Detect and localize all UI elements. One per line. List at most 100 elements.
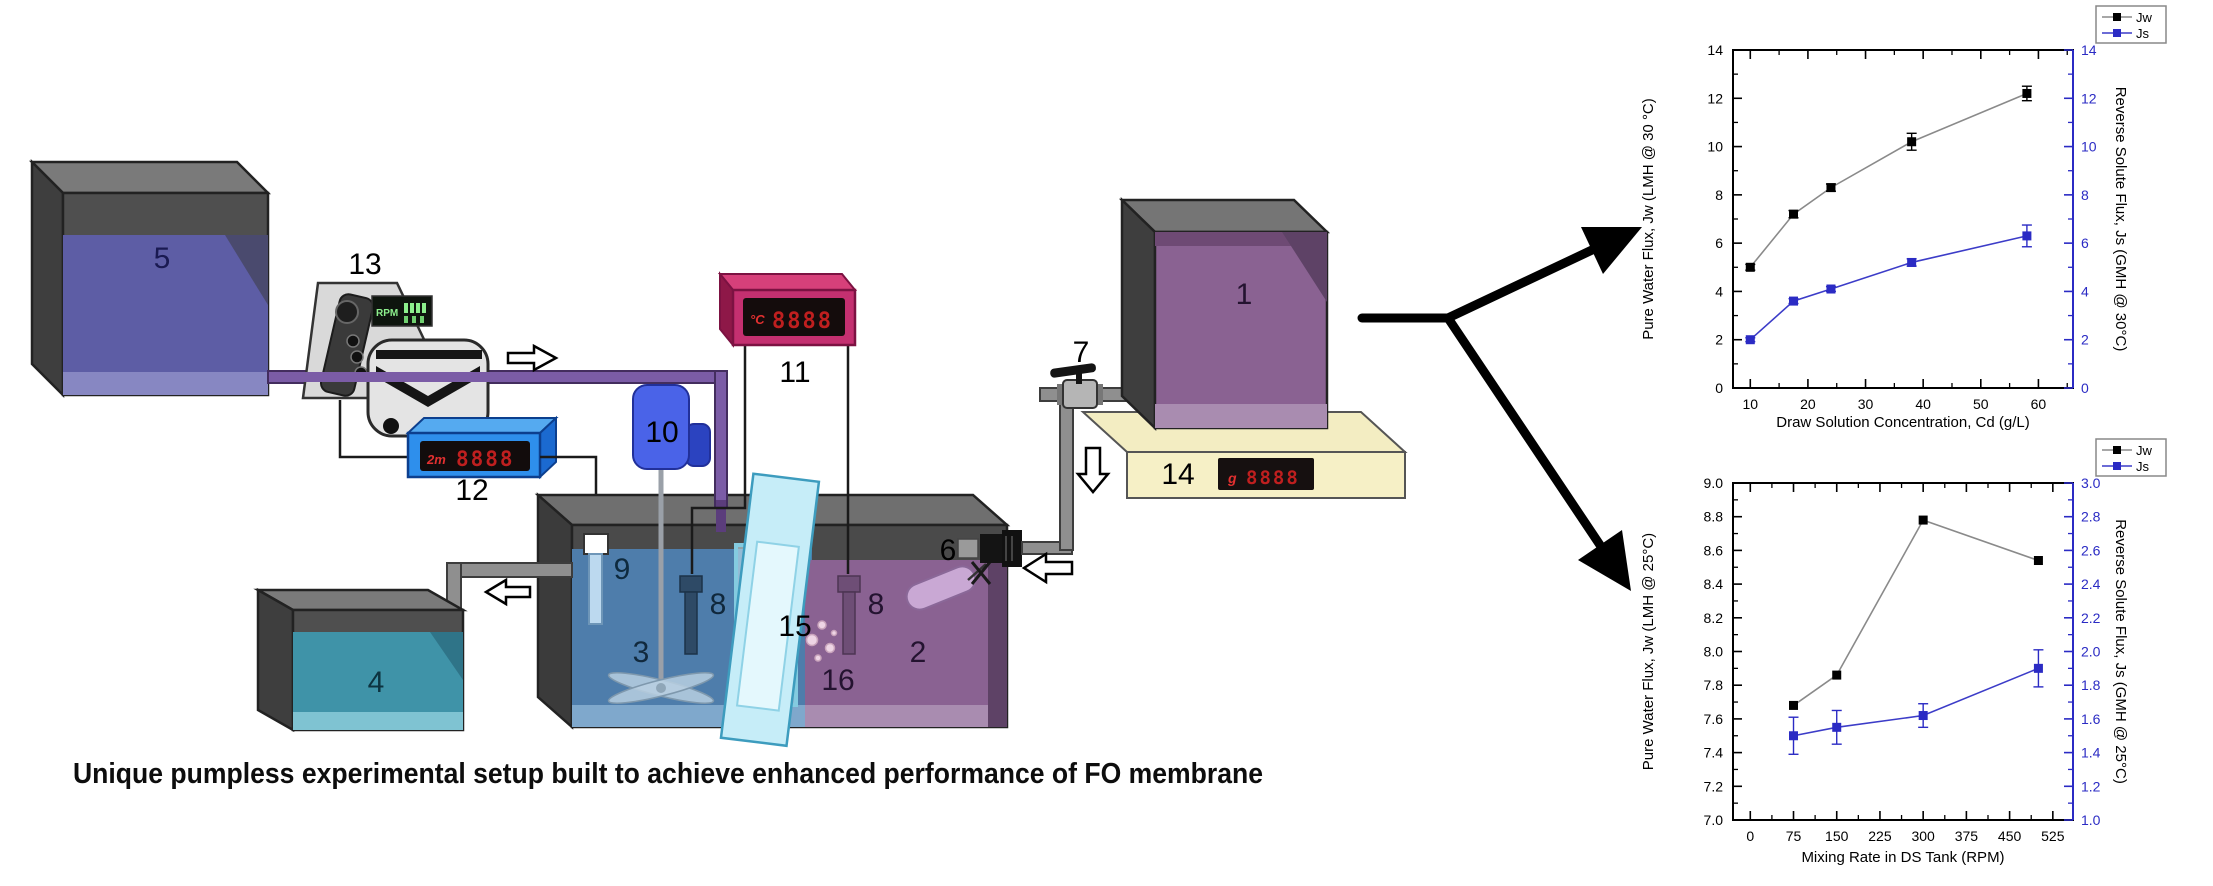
- tank-5-shade: [225, 235, 268, 305]
- legend-marker: [2113, 446, 2121, 454]
- x-tick-label: 50: [1973, 396, 1989, 412]
- gravity-feed-line: 7: [1039, 336, 1141, 551]
- legend-label: Jw: [2136, 443, 2153, 458]
- tank-4-liquid-bottom: [293, 712, 463, 730]
- membrane-panel-window: [735, 540, 800, 712]
- data-point-marker: [1745, 262, 1755, 272]
- y-left-axis-label: Pure Water Flux, Jw (LMH @ 25°C): [1640, 533, 1657, 770]
- data-point-marker: [1826, 183, 1836, 193]
- downpipe: [1059, 399, 1074, 551]
- y-right-tick-label: 6: [2081, 235, 2089, 251]
- pump-button: [350, 350, 364, 364]
- x-tick-label: 525: [2041, 828, 2065, 844]
- bubble: [814, 654, 822, 662]
- tank-4: 4: [253, 587, 468, 733]
- y-left-tick-label: 6: [1715, 235, 1723, 251]
- chamber-2-liquid: [805, 560, 1007, 727]
- y-right-tick-label: 12: [2081, 90, 2097, 106]
- x-tick-label: 40: [1915, 396, 1931, 412]
- y-left-tick-label: 9.0: [1704, 475, 1724, 491]
- chamber-2-shade: [988, 560, 1007, 727]
- tube-inside-cell: [716, 500, 726, 532]
- wire-pump-to-display12: [338, 400, 408, 459]
- y-left-tick-label: 4: [1715, 283, 1723, 299]
- x-tick-label: 375: [1955, 828, 1979, 844]
- x-tick-label: 20: [1800, 396, 1816, 412]
- data-point-marker: [2022, 88, 2032, 98]
- display-12-topface: [405, 417, 559, 434]
- y-right-tick-label: 2: [2081, 332, 2089, 348]
- flow-left-arrow-overflow: [483, 577, 532, 607]
- tank-1-front: [1153, 230, 1329, 430]
- display-11: °C 8888 11: [717, 271, 858, 389]
- label-3: 3: [633, 636, 650, 669]
- valve-flange: [1095, 384, 1103, 405]
- tank-5: 5: [28, 158, 272, 399]
- tank-1-side: [1120, 197, 1157, 431]
- series-line: [1749, 92, 2028, 268]
- y-left-tick-label: 8.4: [1704, 576, 1724, 592]
- pump-led-bar: [404, 316, 408, 323]
- pump-roller: [383, 418, 399, 434]
- series-jw: [1745, 85, 2032, 272]
- probe-8a-rod: [684, 591, 698, 655]
- y-right-axis-label: Reverse Solute Flux, Js (GMH @ 25°C): [2112, 519, 2129, 784]
- display-12-screen: [420, 441, 530, 471]
- x-tick-label: 450: [1998, 828, 2022, 844]
- y-right-tick-label: 2.4: [2081, 576, 2101, 592]
- pump-head-vee: [376, 366, 480, 407]
- y-right-tick-label: 1.4: [2081, 745, 2101, 761]
- legend-box: [2095, 438, 2167, 477]
- label-8b: 8: [868, 588, 885, 621]
- overflow-line: [446, 562, 573, 611]
- series-jw: [1789, 515, 2043, 710]
- probe-8b-rod: [842, 591, 856, 655]
- y-right-axis-label: Reverse Solute Flux, Js (GMH @ 30°C): [2112, 87, 2129, 352]
- probe-8b-cap: [837, 575, 861, 593]
- valve-flange: [1057, 384, 1065, 405]
- y-right-tick-label: 1.0: [2081, 812, 2101, 828]
- y-left-tick-label: 8: [1715, 187, 1723, 203]
- y-left-tick-label: 10: [1707, 139, 1723, 155]
- x-tick-label: 30: [1858, 396, 1874, 412]
- tank-1: 1: [1118, 197, 1331, 431]
- display-12-prefix: 2m: [426, 452, 446, 467]
- y-right-tick-label: 14: [2081, 42, 2097, 58]
- data-point-marker: [1907, 257, 1917, 267]
- branch-upper-head: [1581, 227, 1642, 274]
- y-left-tick-label: 8.0: [1704, 644, 1724, 660]
- label-5: 5: [154, 242, 171, 275]
- x-tick-label: 75: [1786, 828, 1802, 844]
- label-4: 4: [368, 666, 385, 699]
- pump-led-bar: [422, 303, 426, 313]
- probe-9: 9: [583, 533, 630, 625]
- tank-4-side: [256, 587, 295, 733]
- x-tick-label: 10: [1742, 396, 1758, 412]
- probe-9-cap: [583, 533, 609, 555]
- pump-screen-text: RPM: [376, 308, 398, 319]
- x-axis-label: Mixing Rate in DS Tank (RPM): [1801, 849, 2004, 866]
- valve-body: [1062, 379, 1098, 409]
- y-right-tick-label: 3.0: [2081, 475, 2101, 491]
- figure-caption: Unique pumpless experimental setup built…: [73, 758, 1263, 790]
- label-1: 1: [1236, 278, 1253, 311]
- membrane-holder: 15: [719, 472, 821, 748]
- cell-side: [536, 492, 574, 730]
- tank-1-top: [1118, 198, 1331, 234]
- series-line: [1793, 519, 2039, 707]
- data-point-marker: [2033, 663, 2043, 673]
- data-point-marker: [2033, 556, 2043, 566]
- temp-probe-right: 8: [837, 575, 885, 655]
- y-right-tick-label: 1.2: [2081, 778, 2101, 794]
- y-left-tick-label: 2: [1715, 332, 1723, 348]
- data-point-marker: [1832, 670, 1842, 680]
- tank-5-liquid-bottom: [63, 372, 268, 395]
- label-15: 15: [778, 610, 811, 643]
- inlet-diffuser: [905, 561, 992, 611]
- bubble: [830, 629, 838, 637]
